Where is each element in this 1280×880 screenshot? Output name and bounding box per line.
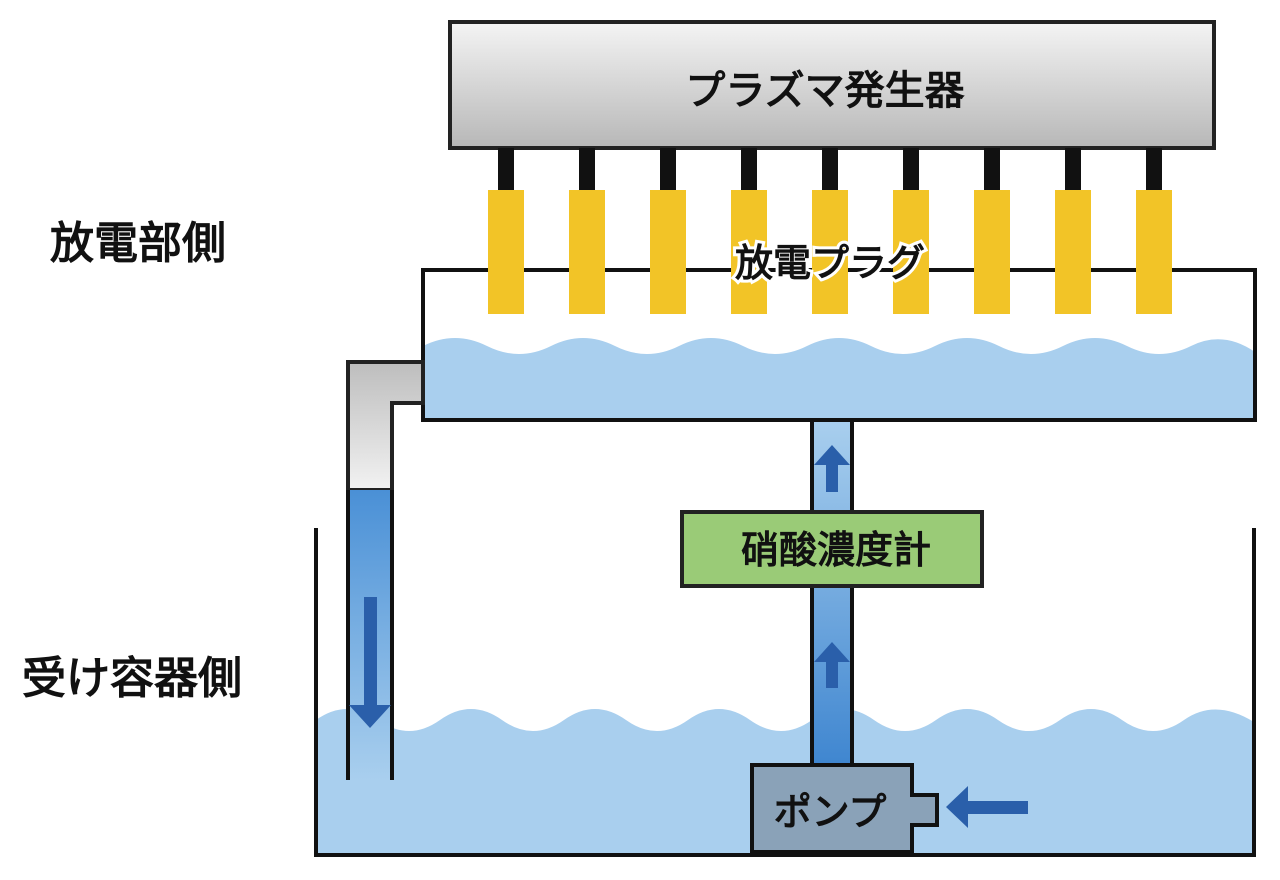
discharge-plug <box>1136 190 1172 314</box>
plug-group <box>488 148 1172 314</box>
plug-label: 放電プラグ <box>735 241 925 285</box>
arrow-up-icon <box>814 445 850 492</box>
discharge-plug <box>893 190 929 314</box>
pump-label: ポンプ <box>774 790 887 834</box>
plug-connector <box>741 148 757 190</box>
generator-label: プラズマ発生器 <box>685 68 965 114</box>
discharge-plug <box>812 190 848 314</box>
plug-connector <box>1146 148 1162 190</box>
side-label-discharge: 放電部側 <box>50 218 226 269</box>
plug-connector <box>660 148 676 190</box>
discharge-plug <box>650 190 686 314</box>
nitrate-meter <box>680 510 984 588</box>
flow-arrows <box>349 445 1028 828</box>
arrow-left-icon <box>946 786 1028 828</box>
side-label-receiver: 受け容器側 <box>22 653 242 704</box>
discharge-plug <box>569 190 605 314</box>
plug-connector <box>822 148 838 190</box>
arrow-up-icon <box>814 642 850 688</box>
meter-label: 硝酸濃度計 <box>741 528 931 572</box>
discharge-plug <box>731 190 767 314</box>
plug-connector <box>984 148 1000 190</box>
plug-connector <box>1065 148 1081 190</box>
receiver-container <box>314 528 1256 857</box>
discharge-plug <box>488 190 524 314</box>
tank-water <box>423 338 1255 420</box>
plug-connector <box>579 148 595 190</box>
plug-connector <box>498 148 514 190</box>
pump <box>750 763 939 854</box>
discharge-plug <box>974 190 1010 314</box>
discharge-plug <box>1055 190 1091 314</box>
elbow-pipe <box>346 360 425 492</box>
plug-connector <box>903 148 919 190</box>
arrow-down-icon <box>349 597 391 728</box>
